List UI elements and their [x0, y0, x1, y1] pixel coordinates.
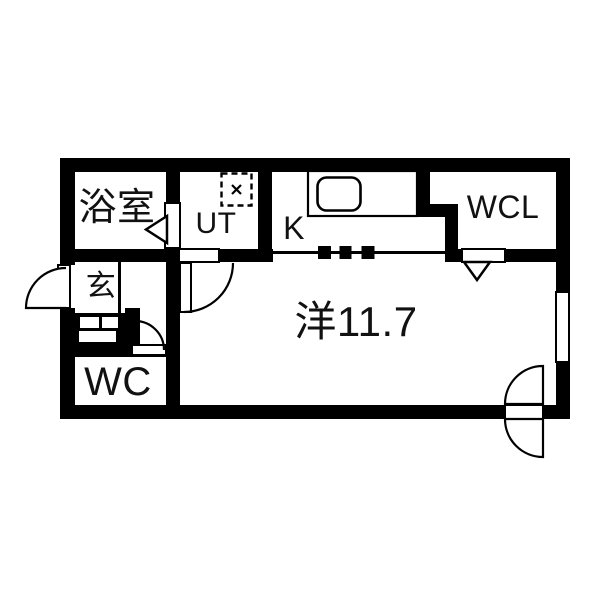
balcony-door-swing-lower	[503, 417, 545, 459]
kitchen-sink-icon	[316, 176, 362, 212]
kitchen-boundary-post-1	[318, 246, 331, 259]
shoe-cabinet-counter	[79, 331, 116, 342]
room-label-western-room: 洋11.7	[294, 298, 418, 345]
room-label-wc: WC	[84, 360, 152, 404]
balcony-doorway	[504, 404, 544, 420]
wall-right-lower	[556, 361, 570, 419]
washing-machine-pan-icon	[220, 172, 253, 207]
window-right-wall	[555, 291, 570, 363]
wall-wcl-left	[445, 204, 458, 262]
shoe-cabinet-cell-1	[80, 317, 99, 328]
utility-door-leaf	[179, 262, 192, 313]
wall-top	[60, 158, 570, 172]
washing-machine-cross-icon	[231, 184, 242, 195]
wc-door-leaf	[131, 344, 167, 356]
room-label-utility: UT	[195, 207, 237, 240]
entrance-door-leaf	[57, 264, 71, 309]
wall-right-upper	[556, 158, 570, 293]
room-label-bath: 浴室	[78, 187, 156, 229]
wcl-doorway	[461, 248, 506, 263]
wall-left-upper	[60, 158, 75, 265]
kitchen-counter	[306, 169, 419, 218]
wall-kitchen-right	[418, 158, 430, 217]
entrance-floor-divider	[118, 262, 121, 313]
bath-door-opening	[164, 202, 181, 249]
wall-bottom-left	[60, 405, 505, 419]
kitchen-boundary-post-2	[339, 246, 352, 259]
wall-bath-hall-vertical	[166, 158, 180, 419]
wall-wcl-bottom-left	[445, 249, 462, 262]
wall-under-bath	[60, 249, 180, 262]
room-label-kitchen: K	[283, 210, 305, 246]
kitchen-boundary-post-3	[361, 246, 375, 259]
shoe-cabinet-cell-2	[102, 317, 118, 328]
wcl-door-triangle-icon	[461, 260, 493, 283]
wall-wcl-bottom-right	[505, 249, 556, 262]
balcony-door-swing-upper	[503, 364, 545, 406]
room-label-entrance: 玄	[85, 270, 117, 303]
utility-doorway	[178, 248, 220, 263]
wall-utility-kitchen	[258, 158, 272, 262]
room-label-wcl: WCL	[466, 189, 540, 225]
